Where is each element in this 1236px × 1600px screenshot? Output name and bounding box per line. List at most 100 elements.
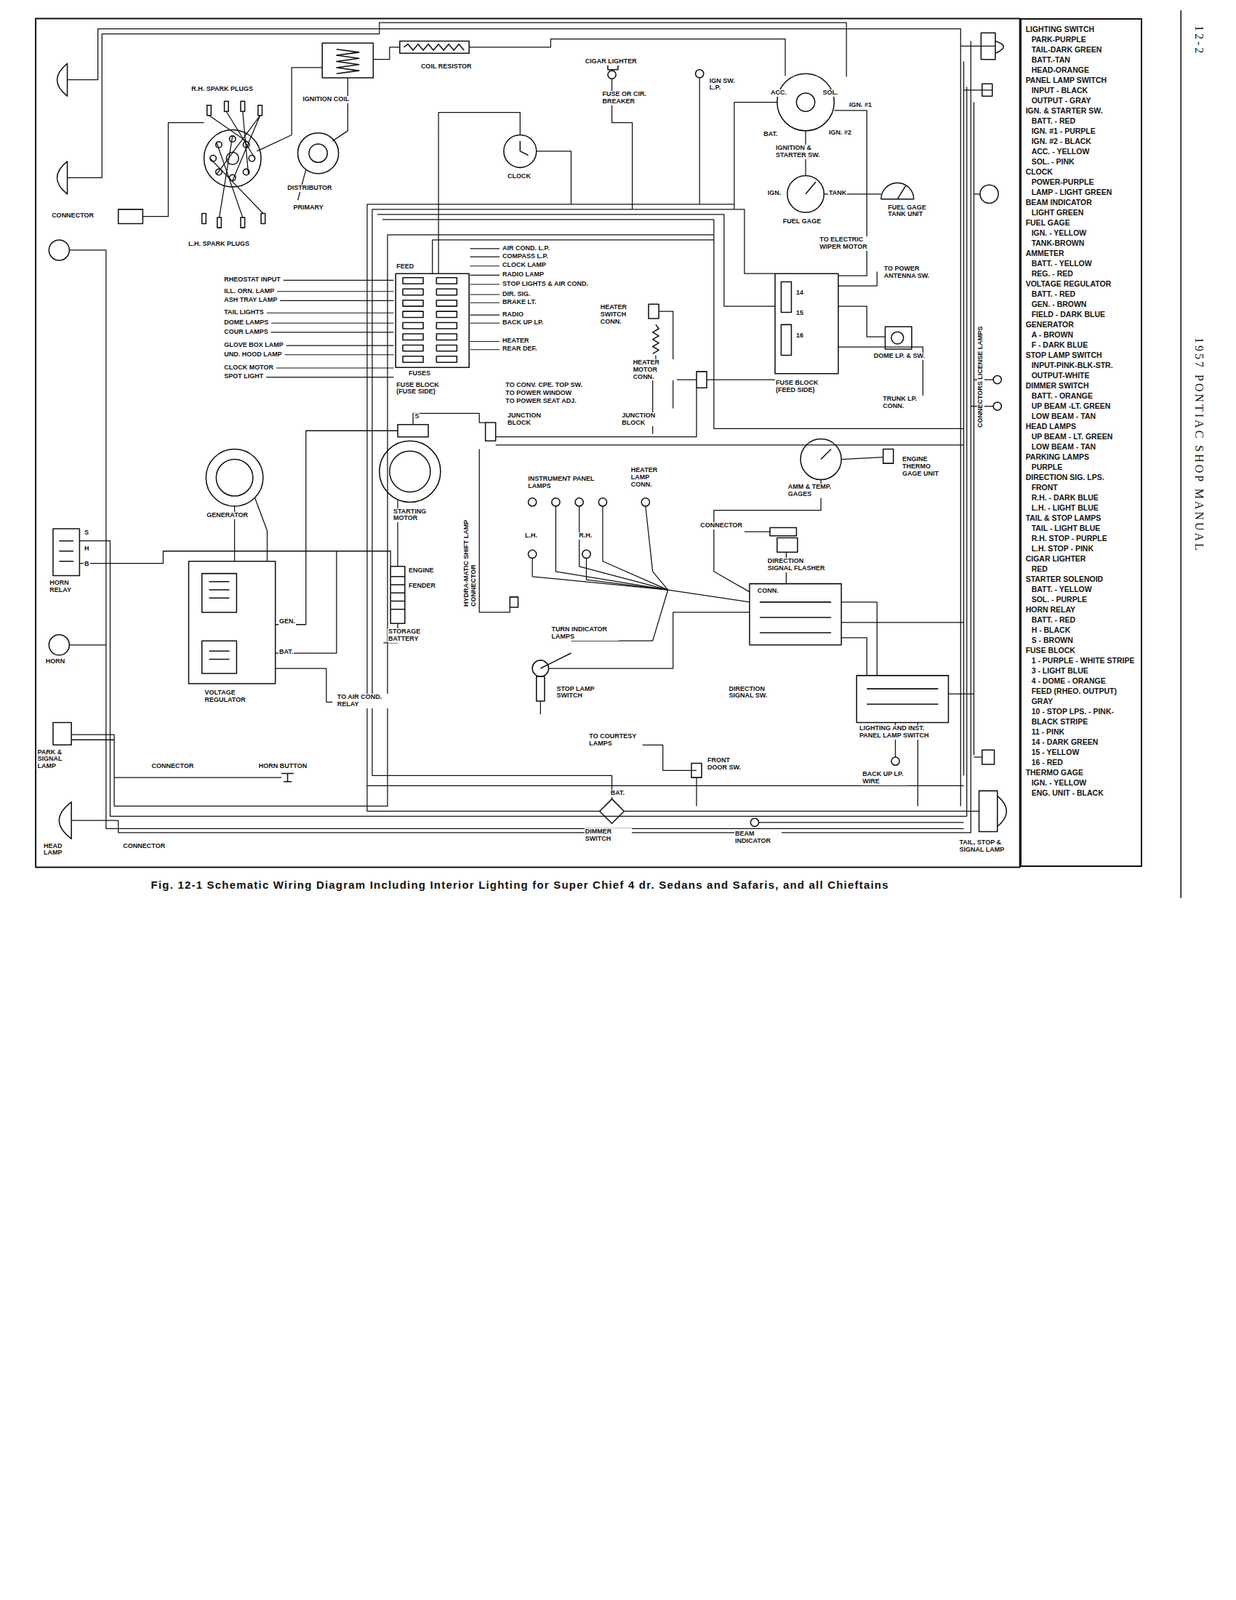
junction-block: [485, 422, 496, 441]
table-entry: OUTPUT-WHITE: [1025, 370, 1138, 381]
table-entry: F - DARK BLUE: [1025, 339, 1138, 350]
lighting-switch: [856, 675, 949, 723]
fuse: [436, 333, 457, 340]
wire: [974, 193, 981, 195]
table-entry: 11 - PINK: [1025, 726, 1138, 737]
wire: [699, 77, 701, 205]
leader-line: [470, 314, 500, 316]
table-heading: THERMO GAGE: [1025, 767, 1138, 778]
lamp-symbol: [57, 161, 68, 195]
component-label: VOLTAGE REGULATOR: [204, 689, 262, 704]
table-entry: PARK-PURPLE: [1025, 34, 1138, 45]
table-entry: BATT. - RED: [1025, 614, 1138, 625]
component-label: INSTRUMENT PANEL LAMPS: [527, 475, 600, 491]
fuse: [402, 277, 424, 284]
component-label: DIR. SIG.: [501, 290, 532, 299]
component-label: HEATER MOTOR CONN.: [632, 359, 677, 381]
wire: [71, 40, 971, 832]
battery-plates: [390, 576, 405, 610]
spark-plug: [217, 217, 222, 228]
component-label: L.H.: [524, 532, 539, 540]
wire: [838, 271, 877, 286]
table-entry: RED: [1025, 563, 1138, 574]
wire: [642, 744, 697, 770]
component-label: STOP LAMP SWITCH: [555, 685, 613, 701]
spark-plug: [258, 105, 263, 116]
fuse: [436, 288, 457, 295]
switch-contacts: [759, 602, 832, 633]
component-label: RADIO LAMP: [501, 271, 545, 279]
wire: [536, 151, 572, 205]
wire: [226, 111, 255, 159]
leader-line: [470, 283, 500, 285]
table-entry: SOL. - PINK: [1025, 156, 1138, 167]
wire: [579, 506, 669, 590]
leader-line: [271, 331, 395, 333]
table-entry: REG. - RED: [1025, 268, 1138, 279]
table-entry: INPUT-PINK-BLK-STR.: [1025, 359, 1138, 371]
component-label: BAT.: [762, 130, 778, 139]
table-entry: ACC. - YELLOW: [1025, 146, 1138, 157]
wire: [372, 209, 613, 800]
wire: [367, 204, 965, 786]
component-label: S: [83, 529, 90, 537]
stop-lamp-switch-body: [536, 676, 545, 701]
component-label: IGN.: [767, 189, 783, 198]
leader-line: [276, 367, 394, 368]
component-label: L.H. SPARK PLUGS: [187, 240, 251, 248]
fuse: [436, 311, 457, 317]
wire: [71, 739, 115, 741]
component-label: 15: [795, 309, 805, 317]
table-entry: 1 - PURPLE - WHITE STRIPE: [1025, 655, 1138, 666]
leader-line: [266, 312, 395, 314]
voltage-regulator: [188, 561, 275, 684]
component-label: REAR DEF.: [501, 345, 539, 353]
ignition-coil: [322, 42, 373, 78]
leader-line: [470, 274, 500, 276]
wire: [555, 506, 668, 590]
wire: [841, 637, 867, 676]
heater-lamp-bulb: [641, 498, 650, 507]
table-entry: POWER-PURPLE: [1025, 176, 1138, 187]
fuel-gage: [787, 175, 824, 213]
heater-switch-connector: [648, 303, 659, 319]
fuse: [402, 288, 424, 295]
fuse: [402, 300, 424, 307]
distributor-cam: [309, 143, 328, 163]
table-entry: LOW BEAM - TAN: [1025, 410, 1138, 421]
fuse-block: [395, 273, 469, 368]
component-label: TAIL, STOP & SIGNAL LAMP: [958, 839, 1016, 854]
connector-block: [509, 596, 518, 608]
leader-line: [470, 340, 500, 342]
signal-flasher: [777, 538, 798, 553]
component-label: TANK: [828, 189, 848, 198]
leader-line: [470, 302, 500, 304]
wire: [69, 644, 106, 645]
component-label: BAT.: [610, 789, 626, 797]
component-label: STORAGE BATTERY: [387, 628, 435, 643]
leader-line: [271, 322, 394, 324]
component-label: H: [83, 545, 91, 553]
table-entry: L.H. - LIGHT BLUE: [1025, 502, 1138, 513]
component-label: FUEL GAGE: [782, 218, 822, 226]
component-label: COIL RESISTOR: [420, 63, 473, 71]
component-label: B: [83, 560, 91, 568]
leader-line: [279, 300, 394, 302]
table-entry: BATT. - YELLOW: [1025, 583, 1138, 595]
thermo-gage-unit: [883, 448, 894, 464]
component-label: IGNITION & STARTER SW.: [775, 144, 833, 160]
component-label: HYDRA-MATIC SHIFT LAMP CONNECTOR: [463, 477, 478, 607]
wire: [623, 810, 967, 812]
wire: [645, 506, 669, 590]
table-entry: TANK-BROWN: [1025, 237, 1138, 248]
table-entry: 16 - RED: [1025, 756, 1138, 768]
table-entry: LOW BEAM - TAN: [1025, 441, 1138, 452]
connector-block: [769, 527, 797, 536]
component-label: PRIMARY: [293, 204, 325, 212]
component-label: FUSE BLOCK (FEED SIDE): [775, 379, 836, 395]
component-label: JUNCTION BLOCK: [506, 412, 555, 427]
component-label: GLOVE BOX LAMP: [223, 341, 285, 349]
component-label: TO POWER ANTENNA SW.: [883, 265, 946, 280]
component-label: IGN SW. L.P.: [708, 77, 737, 93]
